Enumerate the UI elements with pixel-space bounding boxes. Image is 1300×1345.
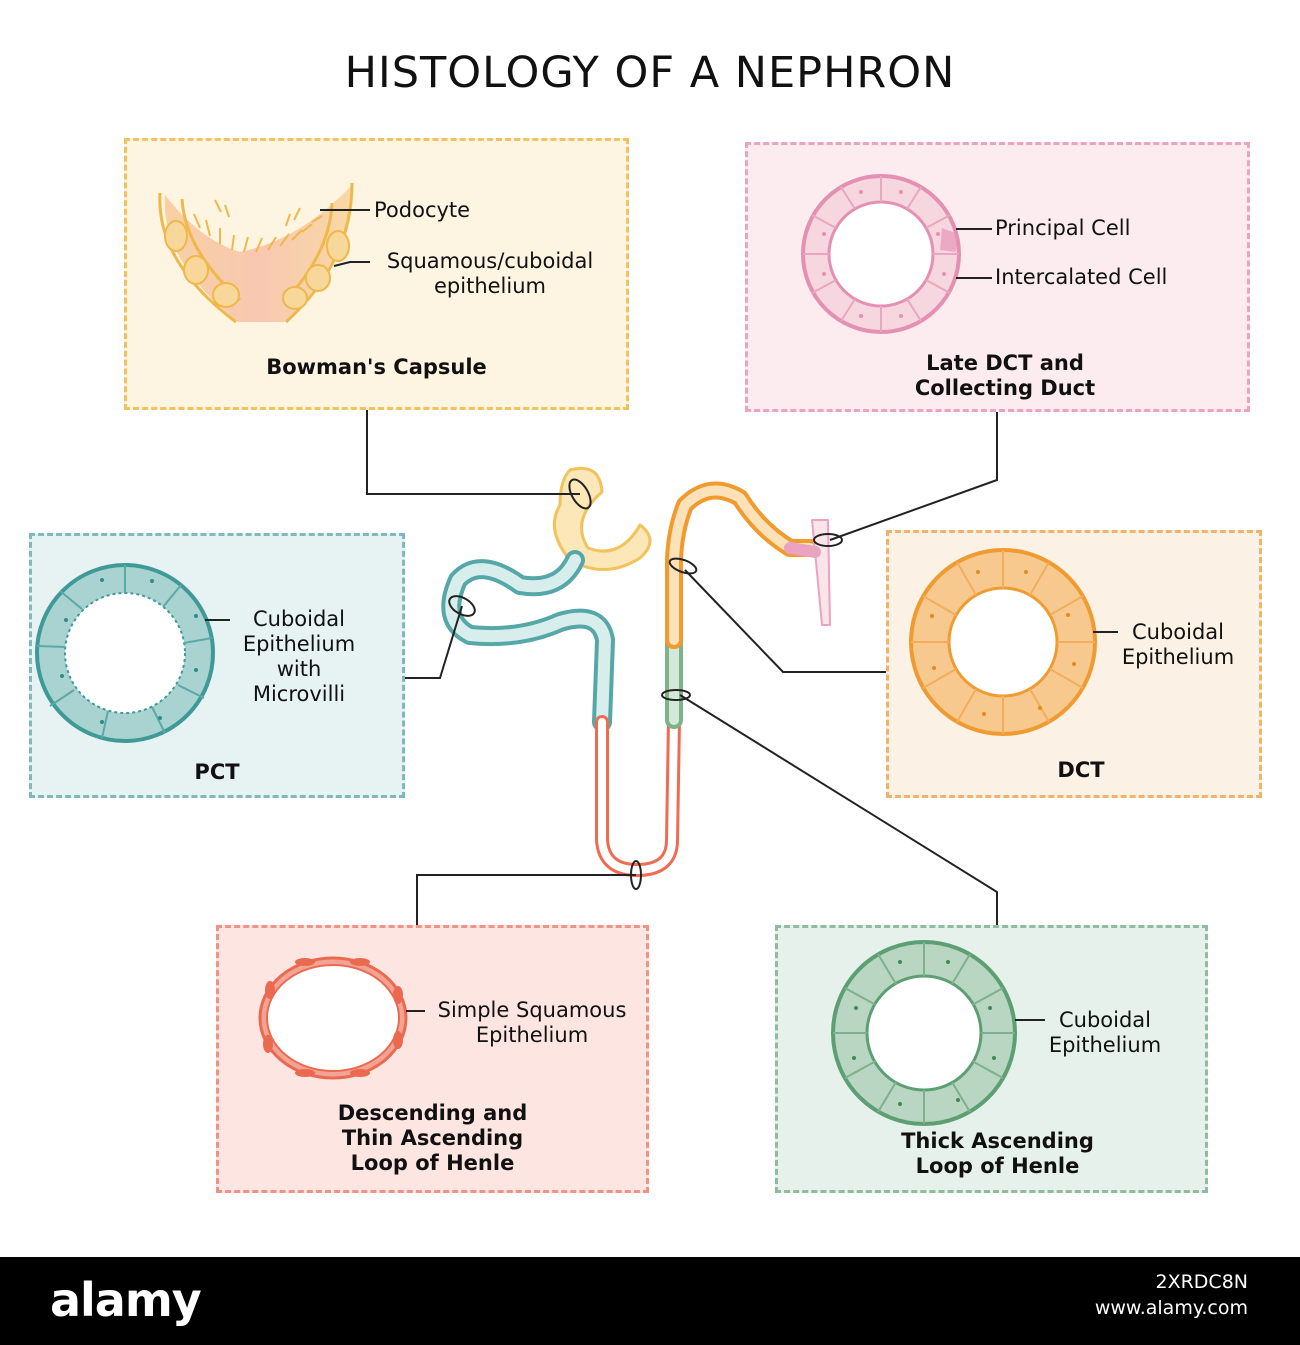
page-title: HISTOLOGY OF A NEPHRON	[344, 48, 956, 98]
label-principal-cell: Principal Cell	[995, 216, 1131, 240]
label-thick-epithelium: Cuboidal Epithelium	[1035, 1008, 1175, 1058]
caption-thin-line3: Loop of Henle	[350, 1151, 515, 1175]
label-pct-line1: Cuboidal	[252, 607, 346, 631]
label-pct-line2: Epithelium	[242, 632, 356, 656]
caption-thin-loop: Descending and Thin Ascending Loop of He…	[216, 1101, 649, 1176]
caption-thick-loop: Thick Ascending Loop of Henle	[775, 1129, 1220, 1179]
label-intercalated-cell: Intercalated Cell	[995, 265, 1168, 289]
label-thick-line1: Cuboidal	[1058, 1008, 1152, 1032]
watermark-footer: alamy 2XRDC8N www.alamy.com	[0, 1257, 1300, 1345]
label-pct-line4: Microvilli	[252, 682, 346, 706]
leader-lines	[205, 209, 1118, 1021]
label-simple-squamous: Simple Squamous Epithelium	[423, 998, 641, 1048]
label-dct-epithelium: Cuboidal Epithelium	[1108, 620, 1248, 670]
late-dct-ring-illustration	[801, 174, 961, 334]
label-thin-line2: Epithelium	[475, 1023, 589, 1047]
thick-loop-ring-illustration	[831, 940, 1017, 1126]
caption-dct: DCT	[1057, 758, 1105, 782]
label-pct-epithelium: Cuboidal Epithelium with Microvilli	[224, 607, 374, 707]
thin-loop-ring-illustration	[258, 956, 408, 1080]
bowmans-capsule-illustration	[158, 182, 354, 324]
watermark-id: 2XRDC8N www.alamy.com	[1095, 1269, 1248, 1321]
pct-ring-illustration	[35, 563, 215, 743]
caption-pct: PCT	[194, 760, 240, 784]
caption-late-dct-line2: Collecting Duct	[914, 376, 1096, 400]
label-podocyte: Podocyte	[374, 198, 471, 222]
watermark-brand: alamy	[50, 1273, 202, 1327]
watermark-site: www.alamy.com	[1094, 1297, 1248, 1319]
label-thin-line1: Simple Squamous	[437, 998, 627, 1022]
caption-late-dct-line1: Late DCT and	[926, 351, 1084, 375]
caption-thick-line2: Loop of Henle	[915, 1154, 1080, 1178]
label-dct-line2: Epithelium	[1121, 645, 1235, 669]
label-dct-line1: Cuboidal	[1131, 620, 1225, 644]
dct-ring-illustration	[909, 548, 1097, 736]
caption-thin-line1: Descending and	[337, 1101, 528, 1125]
label-pct-line3: with	[276, 657, 322, 681]
caption-thin-line2: Thin Ascending	[341, 1126, 524, 1150]
label-thick-line2: Epithelium	[1048, 1033, 1162, 1057]
leader-rings	[448, 478, 843, 890]
caption-late-dct: Late DCT and Collecting Duct	[745, 351, 1265, 401]
label-squamous-cuboidal-line1: Squamous/cuboidal	[386, 249, 594, 273]
label-squamous-cuboidal: Squamous/cuboidal epithelium	[373, 249, 607, 299]
caption-bowmans-capsule: Bowman's Capsule	[266, 355, 487, 379]
watermark-image-id: 2XRDC8N	[1155, 1271, 1248, 1293]
label-squamous-cuboidal-line2: epithelium	[434, 274, 546, 298]
caption-thick-line1: Thick Ascending	[901, 1129, 1094, 1153]
nephron-tubule	[441, 466, 831, 877]
